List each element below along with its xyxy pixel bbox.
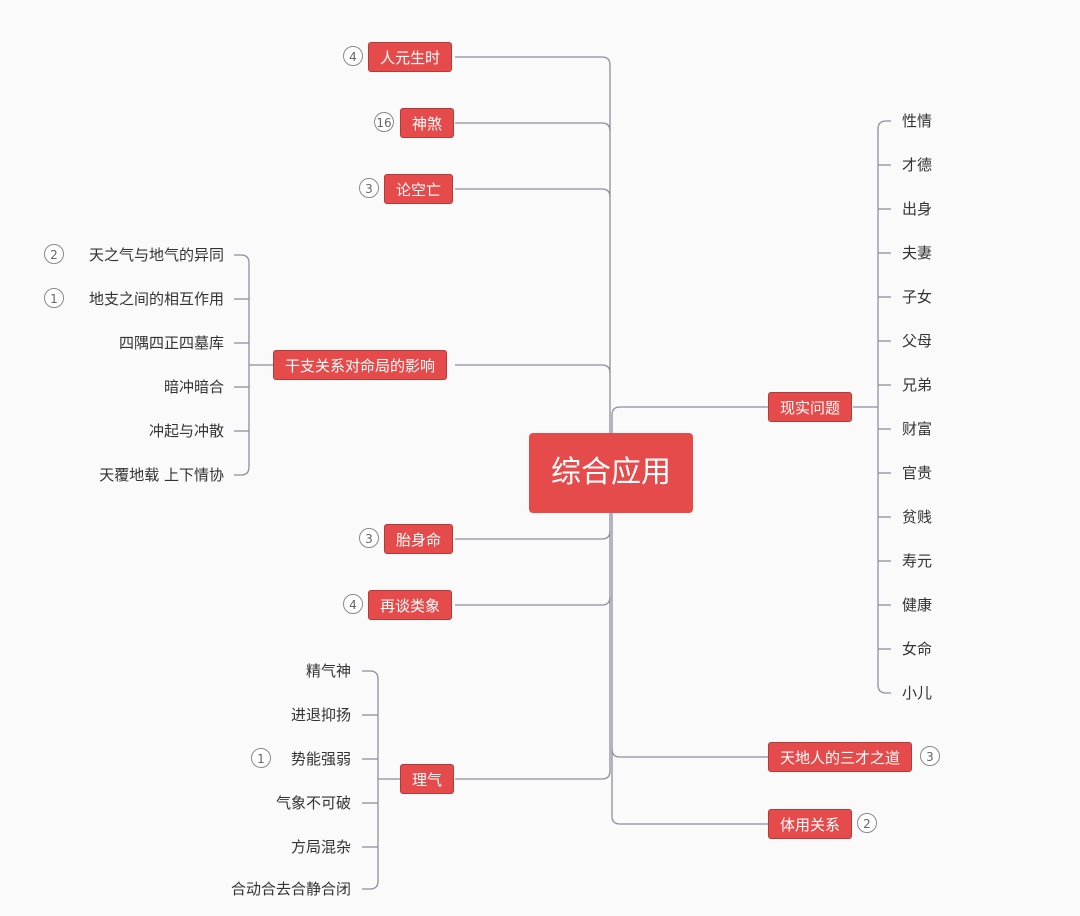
- subtopic[interactable]: 四隅四正四墓库: [118, 334, 224, 352]
- subtopic[interactable]: 夫妻: [902, 244, 933, 262]
- subtopic[interactable]: 小儿: [902, 684, 933, 702]
- topic-xianshi[interactable]: 现实问题: [768, 392, 853, 422]
- subtopic[interactable]: 出身: [902, 200, 933, 218]
- count-badge: 16: [374, 112, 394, 132]
- subtopic[interactable]: 天覆地载 上下情协: [99, 466, 224, 484]
- subtopic[interactable]: 寿元: [902, 552, 933, 570]
- subtopic[interactable]: 女命: [902, 640, 933, 658]
- topic-taishenming[interactable]: 胎身命: [384, 524, 454, 554]
- count-badge: 3: [359, 528, 379, 548]
- count-badge: 2: [857, 813, 877, 833]
- subtopic[interactable]: 方局混杂: [290, 838, 351, 856]
- count-badge: 3: [920, 746, 940, 766]
- subtopic[interactable]: 健康: [902, 596, 933, 614]
- subtopic[interactable]: 进退抑扬: [290, 706, 351, 724]
- count-badge: 1: [251, 748, 271, 768]
- subtopic[interactable]: 贫贱: [902, 508, 933, 526]
- subtopic[interactable]: 官贵: [902, 464, 933, 482]
- topic-shensha[interactable]: 神煞: [400, 108, 455, 138]
- count-badge: 3: [359, 178, 379, 198]
- subtopic[interactable]: 势能强弱: [290, 750, 351, 768]
- subtopic[interactable]: 地支之间的相互作用: [88, 290, 224, 308]
- subtopic[interactable]: 子女: [902, 288, 933, 306]
- central-topic[interactable]: 综合应用: [529, 433, 693, 513]
- subtopic[interactable]: 气象不可破: [275, 794, 351, 812]
- subtopic[interactable]: 父母: [902, 332, 933, 350]
- count-badge: 2: [44, 244, 64, 264]
- topic-tiyong[interactable]: 体用关系: [768, 809, 853, 839]
- subtopic[interactable]: 天之气与地气的异同: [88, 246, 224, 264]
- topic-sancai[interactable]: 天地人的三才之道: [768, 742, 913, 772]
- topic-ganzhi[interactable]: 干支关系对命局的影响: [273, 350, 448, 380]
- topic-liqi[interactable]: 理气: [400, 764, 455, 794]
- count-badge: 4: [343, 594, 363, 614]
- topic-leixiang[interactable]: 再谈类象: [368, 590, 453, 620]
- subtopic[interactable]: 精气神: [305, 662, 351, 680]
- subtopic[interactable]: 暗冲暗合: [163, 378, 224, 396]
- subtopic[interactable]: 合动合去合静合闭: [230, 880, 351, 898]
- count-badge: 4: [343, 46, 363, 66]
- topic-renyuan[interactable]: 人元生时: [368, 42, 453, 72]
- topic-kongwang[interactable]: 论空亡: [384, 174, 454, 204]
- subtopic[interactable]: 兄弟: [902, 376, 933, 394]
- subtopic[interactable]: 性情: [902, 112, 933, 130]
- subtopic[interactable]: 财富: [902, 420, 933, 438]
- subtopic[interactable]: 冲起与冲散: [148, 422, 224, 440]
- subtopic[interactable]: 才德: [902, 156, 933, 174]
- count-badge: 1: [44, 288, 64, 308]
